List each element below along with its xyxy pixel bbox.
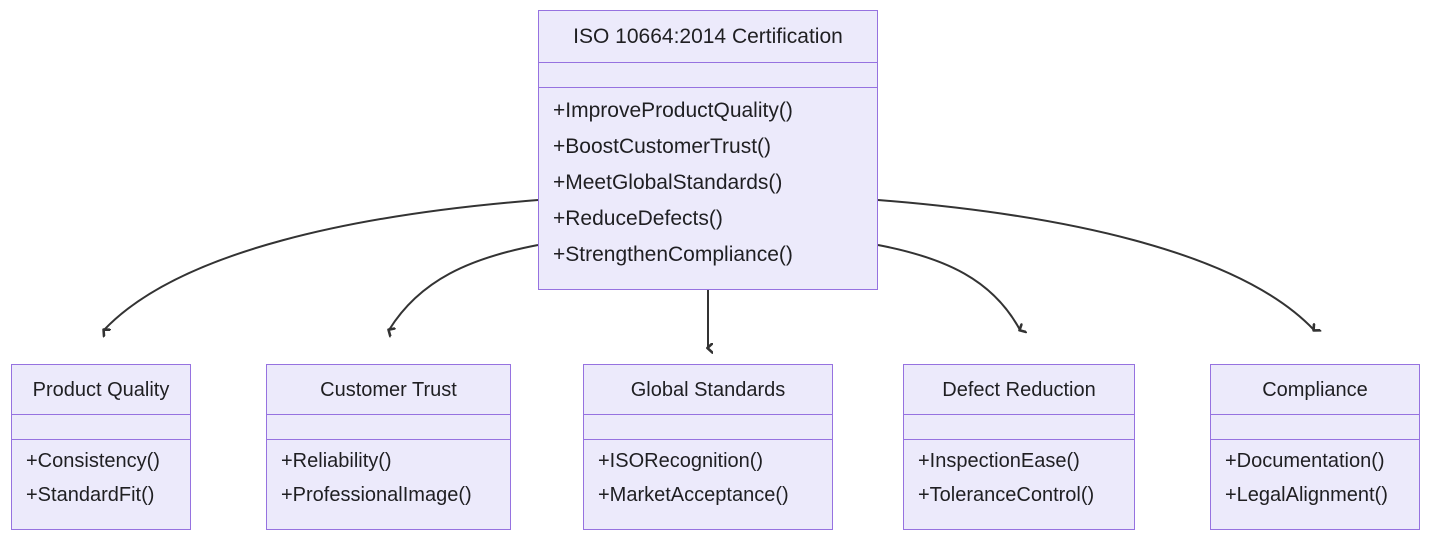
class-methods-section: +InspectionEase() +ToleranceControl() [904,440,1134,529]
edge-root-to-defect-reduction [877,244,1020,330]
class-title: Customer Trust [267,365,510,415]
class-node-iso-certification[interactable]: ISO 10664:2014 Certification +ImprovePro… [538,10,878,290]
method-row: +ToleranceControl() [918,484,1095,506]
class-methods-section: +ISORecognition() +MarketAcceptance() [584,440,832,529]
class-node-customer-trust[interactable]: Customer Trust +Reliability() +Professio… [266,364,511,530]
class-methods-section: +Consistency() +StandardFit() [12,440,190,529]
class-title: Defect Reduction [904,365,1134,415]
class-title: Product Quality [12,365,190,415]
class-title: Global Standards [584,365,832,415]
method-row: +StrengthenCompliance() [553,243,793,266]
class-methods-section: +Documentation() +LegalAlignment() [1211,440,1419,529]
method-row: +ReduceDefects() [553,207,723,230]
method-row: +Documentation() [1225,450,1385,472]
method-row: +Consistency() [26,450,160,472]
class-methods-section: +Reliability() +ProfessionalImage() [267,440,510,529]
method-row: +MeetGlobalStandards() [553,171,783,194]
edge-root-to-customer-trust [389,244,539,330]
method-row: +MarketAcceptance() [598,484,789,506]
class-title: ISO 10664:2014 Certification [539,11,877,63]
method-row: +ProfessionalImage() [281,484,472,506]
class-attributes-section [904,415,1134,440]
class-attributes-section [584,415,832,440]
method-row: +LegalAlignment() [1225,484,1388,506]
class-title: Compliance [1211,365,1419,415]
edge-root-to-product-quality [104,199,539,330]
class-attributes-section [267,415,510,440]
method-row: +StandardFit() [26,484,155,506]
class-attributes-section [1211,415,1419,440]
method-row: +Reliability() [281,450,392,472]
method-row: +InspectionEase() [918,450,1080,472]
class-attributes-section [12,415,190,440]
class-node-global-standards[interactable]: Global Standards +ISORecognition() +Mark… [583,364,833,530]
method-row: +ISORecognition() [598,450,764,472]
class-node-defect-reduction[interactable]: Defect Reduction +InspectionEase() +Tole… [903,364,1135,530]
class-node-product-quality[interactable]: Product Quality +Consistency() +Standard… [11,364,191,530]
class-methods-section: +ImproveProductQuality() +BoostCustomerT… [539,88,877,289]
class-node-compliance[interactable]: Compliance +Documentation() +LegalAlignm… [1210,364,1420,530]
edge-root-to-compliance [877,199,1314,330]
method-row: +BoostCustomerTrust() [553,135,772,158]
class-attributes-section [539,63,877,88]
method-row: +ImproveProductQuality() [553,99,793,122]
